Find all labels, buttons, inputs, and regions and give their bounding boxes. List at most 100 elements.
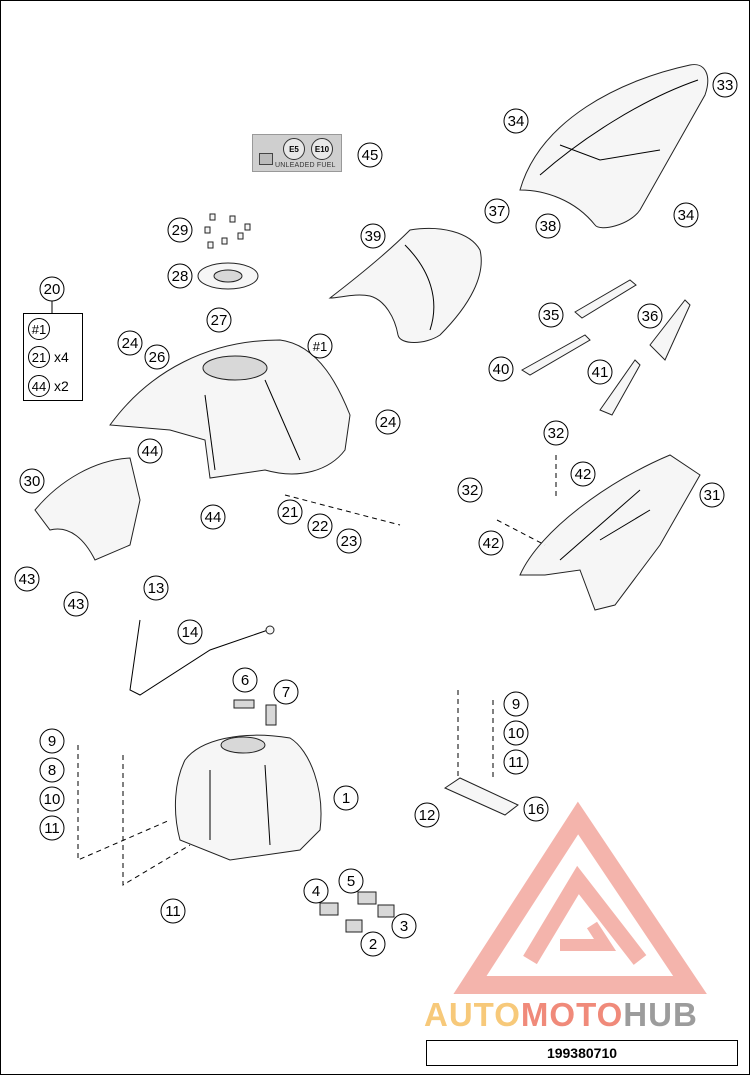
svg-text:40: 40 (493, 361, 510, 378)
svg-text:26: 26 (149, 349, 166, 366)
callout-32-left: 32 (457, 477, 483, 503)
watermark-logo (453, 801, 707, 994)
callout-11-bottom: 11 (160, 898, 186, 924)
callout-22: 22 (307, 513, 333, 539)
assembly-lines (77, 455, 557, 886)
callout-27: 27 (206, 307, 232, 333)
callout-1: 1 (333, 785, 359, 811)
callout-7: 7 (273, 679, 299, 705)
svg-text:#1: #1 (313, 339, 327, 354)
watermark-part-1: AUTO (424, 996, 521, 1033)
callout-12: 12 (414, 802, 440, 828)
callout-44-upper: 44 (137, 438, 163, 464)
callout-34-top: 34 (503, 108, 529, 134)
callout-24-right: 24 (375, 409, 401, 435)
callout-43-left: 43 (14, 566, 40, 592)
svg-text:24: 24 (122, 335, 139, 352)
callout-26: 26 (144, 344, 170, 370)
callout-4: 4 (303, 878, 329, 904)
svg-text:35: 35 (543, 307, 560, 324)
svg-text:16: 16 (528, 801, 545, 818)
svg-text:44: 44 (142, 443, 159, 460)
callout-40: 40 (488, 356, 514, 382)
screws-29 (204, 213, 251, 249)
callout-45: 45 (357, 142, 383, 168)
callout-14: 14 (177, 619, 203, 645)
svg-text:44: 44 (205, 509, 222, 526)
callout-35: 35 (538, 302, 564, 328)
callout-21: 21 (277, 499, 303, 525)
svg-text:23: 23 (341, 533, 358, 550)
rubber-pads (233, 699, 395, 933)
svg-text:45: 45 (362, 147, 379, 164)
kit-row-1: #1 (28, 318, 54, 340)
callout-37: 37 (484, 198, 510, 224)
watermark-part-3: HUB (623, 996, 698, 1033)
callout-20: 20 (39, 276, 65, 302)
callout-39: 39 (360, 223, 386, 249)
callout-2: 2 (360, 931, 386, 957)
svg-text:42: 42 (483, 535, 500, 552)
callout-33: 33 (712, 72, 738, 98)
callout-29: 29 (167, 217, 193, 243)
front-seat-part (328, 227, 482, 343)
svg-text:11: 11 (44, 820, 60, 837)
watermark-part-2: MOTO (520, 996, 624, 1033)
cable-14 (129, 619, 275, 696)
svg-text:39: 39 (365, 228, 382, 245)
svg-text:3: 3 (400, 918, 408, 935)
kit-contents-box: #1 21 x4 44 x2 (23, 313, 83, 401)
svg-text:9: 9 (512, 696, 520, 713)
svg-text:7: 7 (282, 684, 290, 701)
svg-text:13: 13 (148, 580, 165, 597)
callout-42-left: 42 (478, 530, 504, 556)
svg-text:43: 43 (19, 571, 36, 588)
kit-item-label: #1 (28, 318, 50, 340)
bracket-16 (443, 777, 519, 816)
callout-16: 16 (523, 796, 549, 822)
tank-cover-part (109, 339, 351, 479)
callout-31: 31 (699, 482, 725, 508)
callout-34-right: 34 (673, 202, 699, 228)
fuel-pump-icon (259, 153, 273, 165)
svg-text:11: 11 (165, 903, 181, 920)
watermark-text: AUTO MOTO HUB (424, 996, 698, 1034)
svg-text:37: 37 (489, 203, 506, 220)
kit-row-2: 21 x4 (28, 346, 69, 368)
svg-text:33: 33 (717, 77, 734, 94)
kit-item-qty: x2 (54, 378, 69, 394)
svg-text:5: 5 (347, 873, 355, 890)
svg-text:24: 24 (380, 414, 397, 431)
svg-text:12: 12 (419, 807, 436, 824)
svg-text:8: 8 (48, 762, 56, 779)
svg-text:1: 1 (342, 790, 350, 807)
callout-9-right: 9 (503, 691, 529, 717)
callout-9-left: 9 (39, 728, 65, 754)
filler-cap-part (197, 262, 259, 290)
callout-6: 6 (232, 667, 258, 693)
callout-8: 8 (39, 757, 65, 783)
svg-text:27: 27 (211, 312, 228, 329)
callout-tank-cover: #1 (307, 333, 333, 359)
kit-row-3: 44 x2 (28, 375, 69, 397)
callout-11-right: 11 (503, 749, 529, 775)
callout-10-left: 10 (39, 786, 65, 812)
svg-text:6: 6 (241, 672, 249, 689)
svg-text:38: 38 (540, 218, 557, 235)
e5-badge: E5 (283, 138, 305, 160)
fuel-label-text: UNLEADED FUEL (275, 162, 336, 169)
callout-32-top: 32 (543, 420, 569, 446)
callout-43-mid: 43 (63, 591, 89, 617)
e10-badge: E10 (311, 138, 333, 160)
side-panel-30 (34, 457, 141, 561)
kit-item-label: 21 (28, 346, 50, 368)
callout-44-lower: 44 (200, 504, 226, 530)
svg-text:31: 31 (704, 487, 721, 504)
svg-text:10: 10 (44, 791, 61, 808)
svg-text:20: 20 (44, 281, 61, 298)
svg-text:42: 42 (575, 466, 592, 483)
svg-text:10: 10 (508, 725, 525, 742)
trim-parts (521, 279, 691, 416)
